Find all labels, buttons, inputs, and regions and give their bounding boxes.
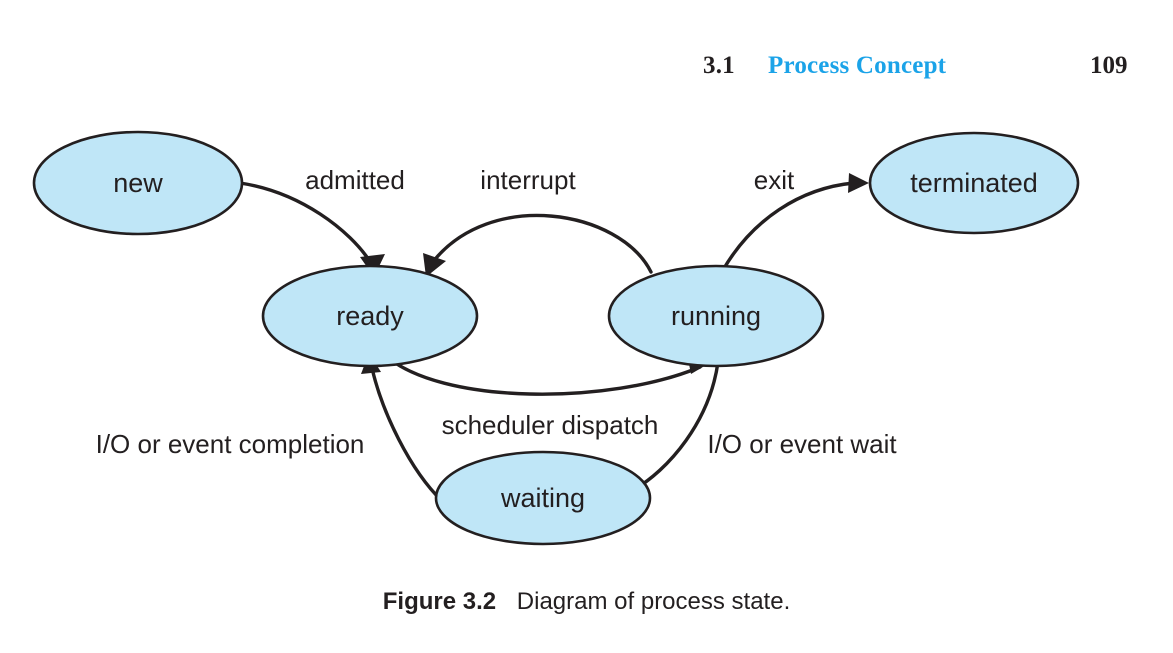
node-terminated[interactable]: terminated (868, 131, 1080, 235)
edge-exit-arrowhead (848, 173, 869, 193)
edge-io-event-wait: I/O or event wait (617, 360, 897, 499)
edge-exit: exit (721, 165, 869, 272)
edge-io-event-completion-label: I/O or event completion (96, 429, 365, 459)
edge-admitted-path (238, 181, 373, 265)
header-section-number: 3.1 (703, 52, 735, 79)
edge-io-event-completion: I/O or event completion (96, 353, 444, 503)
edge-scheduler-dispatch-label: scheduler dispatch (442, 410, 659, 440)
node-terminated-shape[interactable] (868, 131, 1080, 235)
page-number: 109 (1090, 52, 1128, 79)
node-running-shape[interactable] (607, 264, 825, 368)
node-terminated-label: terminated (910, 168, 1038, 198)
edge-interrupt-arrowhead (423, 253, 446, 277)
node-waiting-label: waiting (500, 483, 585, 513)
node-ready-shape[interactable] (261, 264, 479, 368)
node-waiting-shape[interactable] (434, 450, 652, 546)
figure-caption-text: Diagram of process state. (516, 588, 791, 615)
figure-caption: Figure 3.2 Diagram of process state. (0, 588, 1173, 616)
edge-admitted-label: admitted (305, 165, 405, 195)
edge-scheduler-dispatch: scheduler dispatch (383, 353, 713, 440)
node-new-shape[interactable] (32, 130, 244, 236)
figure-process-state: admitted interrupt exit scheduler dispat… (0, 100, 1173, 580)
node-waiting[interactable]: waiting (434, 450, 652, 546)
header-section-title: Process Concept (768, 52, 947, 79)
edge-interrupt-label: interrupt (480, 165, 576, 195)
process-state-diagram: admitted interrupt exit scheduler dispat… (32, 130, 1080, 546)
page-header: 3.1 Process Concept 109 (0, 52, 1173, 92)
edge-exit-path (721, 181, 856, 272)
edge-admitted: admitted (238, 165, 405, 277)
node-running-label: running (671, 301, 761, 331)
node-new[interactable]: new (32, 130, 244, 236)
edge-scheduler-dispatch-path (383, 353, 702, 396)
node-ready-label: ready (336, 301, 404, 331)
figure-caption-label: Figure 3.2 (382, 588, 497, 615)
edge-io-event-wait-label: I/O or event wait (707, 429, 897, 459)
node-new-label: new (113, 168, 163, 198)
edge-interrupt-path (430, 213, 653, 274)
node-running[interactable]: running (607, 264, 825, 368)
node-ready[interactable]: ready (261, 264, 479, 368)
edge-interrupt: interrupt (423, 165, 653, 277)
edge-exit-label: exit (754, 165, 795, 195)
edge-io-event-completion-path (370, 366, 444, 503)
